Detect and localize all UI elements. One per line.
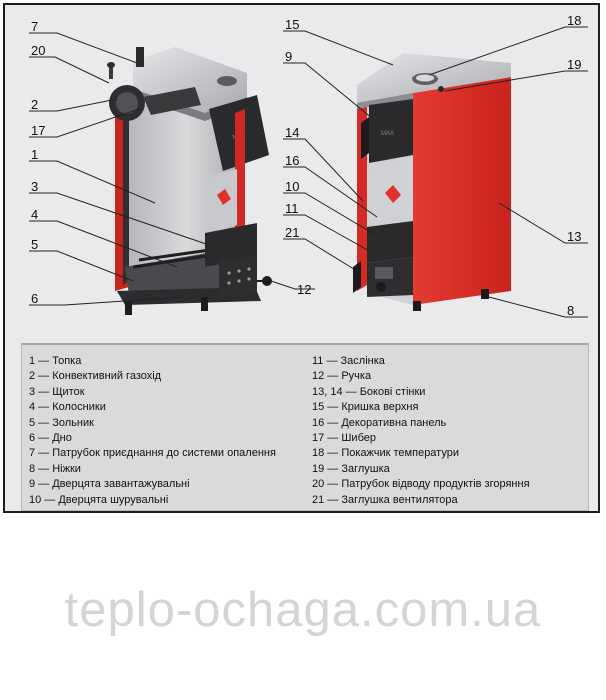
assembled-boiler: MAX [353, 53, 511, 311]
callout-20: 20 [31, 43, 45, 58]
callout-6: 6 [31, 291, 38, 306]
legend-item: 7 — Патрубок приєднання до системи опале… [29, 447, 276, 460]
damper [375, 267, 393, 279]
ash-door [219, 255, 257, 297]
callout-12: 12 [297, 282, 311, 297]
callout-3: 3 [31, 179, 38, 194]
stoking-door-front [367, 221, 413, 263]
logo-diamond [217, 189, 231, 205]
plug [438, 86, 444, 92]
callout-9: 9 [285, 49, 292, 64]
logo-diamond-front [385, 185, 401, 203]
ash-pan [125, 251, 227, 295]
callout-14: 14 [285, 125, 299, 140]
legend-column-left: 1 — Топка 2 — Конвективний газохід 3 — Щ… [29, 354, 276, 508]
legend-item: 20 — Патрубок відводу продуктів згоряння [312, 478, 530, 491]
heating-outlet-pipe [136, 47, 144, 67]
callout-13: 13 [567, 229, 581, 244]
callout-10: 10 [285, 179, 299, 194]
figure-frame: MAX [3, 3, 600, 513]
cutaway-boiler: MAX [107, 47, 272, 315]
leader-lines [29, 26, 588, 318]
legend-item: 3 — Щиток [29, 385, 85, 398]
callout-16: 16 [285, 153, 299, 168]
stoking-door [205, 223, 257, 267]
callout-18: 18 [567, 13, 581, 28]
legend-item: 12 — Ручка [312, 370, 372, 383]
callout-11: 11 [285, 201, 299, 216]
legend-column-right: 11 — Заслінка 12 — Ручка 13, 14 — Бокові… [312, 354, 530, 508]
callout-15: 15 [285, 17, 299, 32]
legend-item: 9 — Дверцята завантажувальні [29, 478, 190, 491]
legend-item: 21 — Заглушка вентилятора [312, 493, 458, 506]
handle-knob [262, 276, 272, 286]
boiler-diagram: MAX [29, 13, 588, 318]
legend-item: 17 — Шибер [312, 432, 376, 445]
legend-item: 8 — Ніжки [29, 462, 81, 475]
legend-item: 18 — Покажчик температури [312, 447, 459, 460]
callout-21: 21 [285, 225, 299, 240]
legend-item: 13, 14 — Бокові стінки [312, 385, 426, 398]
svg-text:MAX: MAX [381, 131, 394, 137]
convection-flue [143, 87, 201, 115]
callout-1: 1 [31, 147, 38, 162]
callout-2: 2 [31, 97, 38, 112]
watermark: teplo-ochaga.com.ua [64, 583, 542, 637]
legend-item: 16 — Декоративна панель [312, 416, 447, 429]
legend-item: 10 — Дверцята шурувальні [29, 493, 169, 506]
callout-19: 19 [567, 57, 581, 72]
callout-17: 17 [31, 123, 45, 138]
legend-item: 2 — Конвективний газохід [29, 370, 162, 383]
legend-item: 5 — Зольник [29, 416, 94, 429]
handle-front [376, 282, 386, 292]
legend-item: 19 — Заглушка [312, 462, 390, 475]
callout-5: 5 [31, 237, 38, 252]
grate-bars [132, 247, 218, 269]
callout-4: 4 [31, 207, 38, 222]
legend-item: 11 — Заслінка [312, 355, 385, 367]
legend-item: 4 — Колосники [29, 401, 106, 414]
decorative-panel [205, 169, 237, 235]
callout-7: 7 [31, 19, 38, 34]
loading-door [369, 99, 413, 163]
legend-item: 1 — Топка [29, 355, 82, 367]
legend-item: 15 — Кришка верхня [312, 401, 419, 414]
side-wall-right [413, 77, 511, 305]
callout-labels: 7 20 2 17 1 3 4 5 6 12 15 18 9 19 14 16 … [31, 13, 581, 318]
legend-item: 6 — Дно [29, 432, 72, 445]
fan-plug [353, 261, 361, 293]
callout-8: 8 [567, 303, 574, 318]
parts-legend: 1 — Топка 2 — Конвективний газохід 3 — Щ… [21, 343, 589, 511]
